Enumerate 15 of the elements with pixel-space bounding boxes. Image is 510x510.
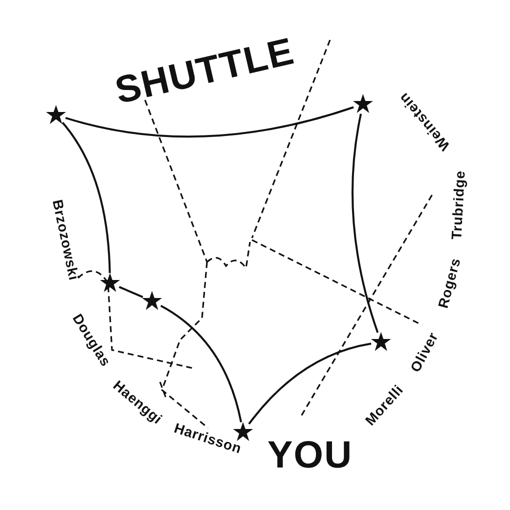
constellation-line bbox=[160, 304, 242, 422]
constellation-line bbox=[62, 122, 111, 274]
constellation-line bbox=[352, 114, 379, 333]
star-icon bbox=[371, 332, 391, 352]
star-icon bbox=[353, 94, 373, 114]
constellation-line bbox=[248, 342, 372, 425]
star-icon bbox=[142, 291, 162, 311]
constellation-line bbox=[65, 106, 354, 138]
star-icon bbox=[100, 273, 120, 293]
constellation-line bbox=[118, 286, 144, 298]
heading-word: SHUTTLE bbox=[111, 30, 299, 114]
star-icon bbox=[46, 105, 66, 125]
crew-name: Rogers bbox=[434, 256, 464, 310]
crew-name: Trubridge bbox=[448, 170, 468, 240]
heading-word: YOU bbox=[267, 434, 353, 478]
